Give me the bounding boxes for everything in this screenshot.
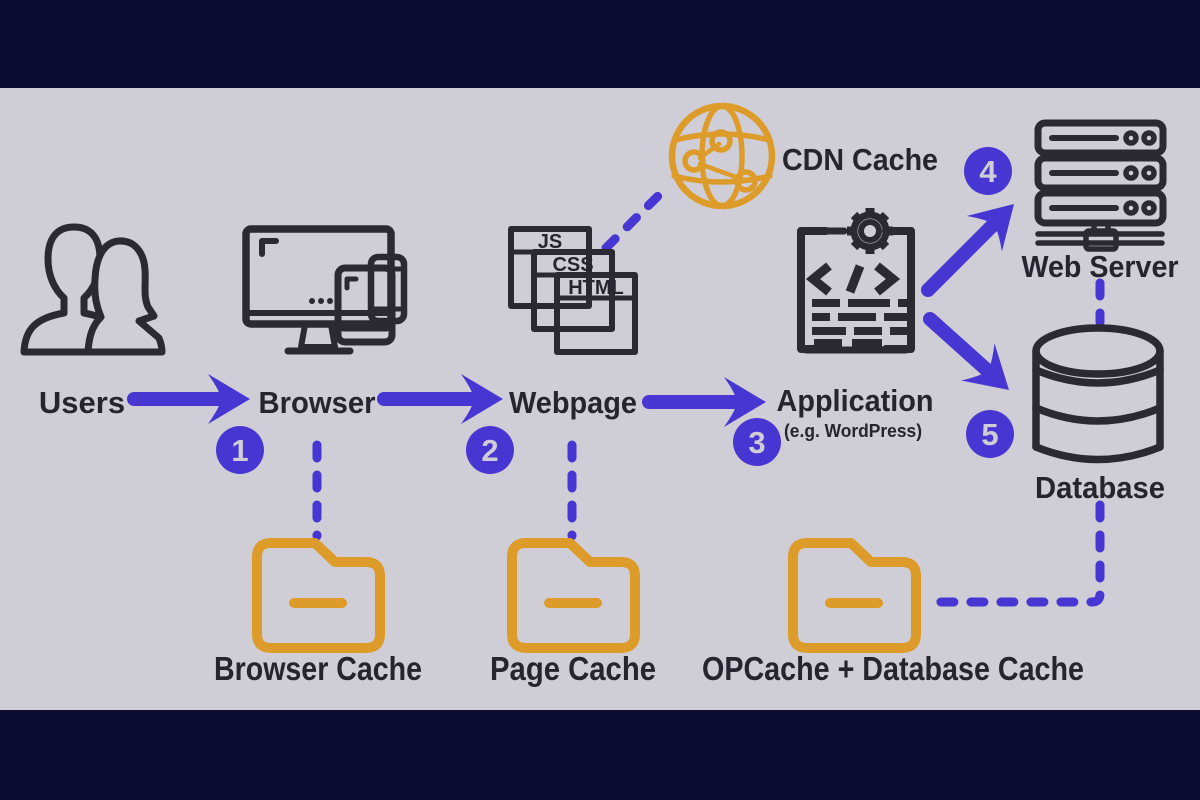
application-icon	[797, 208, 915, 354]
page-cache-label: Page Cache	[490, 650, 656, 687]
server-unit	[1034, 154, 1167, 192]
server-unit	[1034, 189, 1167, 227]
dashed-link-webpage-to-cdn-cache	[601, 181, 673, 253]
gear-icon	[847, 208, 893, 254]
step-5-number: 5	[981, 417, 998, 452]
cdn-globe-icon	[668, 102, 776, 210]
webpage-label: Webpage	[509, 385, 637, 420]
code-lines	[812, 299, 908, 347]
file-label-css: CSS	[552, 254, 593, 276]
application-label: Application	[777, 383, 934, 418]
database-icon	[1032, 324, 1164, 464]
web-server-label: Web Server	[1022, 249, 1179, 284]
database-label: Database	[1035, 470, 1165, 505]
application-sublabel: (e.g. WordPress)	[784, 421, 922, 441]
arrow-users-to-browser	[127, 374, 250, 424]
server-unit	[1034, 119, 1167, 157]
users-label: Users	[39, 385, 125, 420]
arrow-webpage-to-application	[642, 377, 766, 427]
code-chevrons	[805, 262, 901, 296]
browser-label: Browser	[259, 385, 376, 420]
cdn-cache-label: CDN Cache	[782, 142, 938, 177]
file-label-html: HTML	[568, 277, 624, 299]
browser-icon	[242, 225, 408, 355]
web-server-icon	[1034, 119, 1167, 252]
arrow-application-to-webserver	[921, 186, 1032, 297]
step-3-badge: 3	[733, 418, 781, 466]
webpage-files-icon: JS CSS HTML	[508, 226, 638, 355]
step-1-badge: 1	[216, 426, 264, 474]
opcache-label: OPCache + Database Cache	[702, 650, 1084, 687]
arrow-browser-to-webpage	[377, 374, 503, 424]
network-plug-icon	[1035, 222, 1165, 252]
arrow-application-to-database	[923, 312, 1026, 409]
step-2-badge: 2	[466, 426, 514, 474]
step-3-number: 3	[748, 425, 765, 460]
file-label-js: JS	[538, 231, 562, 253]
browser-cache-label: Browser Cache	[214, 650, 422, 687]
users-icon	[20, 223, 166, 356]
file-card-html: HTML	[554, 272, 638, 355]
step-2-number: 2	[481, 433, 498, 468]
dashed-link-database-to-opcache	[928, 500, 1105, 607]
step-4-number: 4	[979, 154, 997, 189]
step-5-badge: 5	[966, 410, 1014, 458]
monitor-menu-dots	[309, 298, 333, 304]
step-1-number: 1	[231, 433, 248, 468]
step-4-badge: 4	[964, 147, 1012, 195]
